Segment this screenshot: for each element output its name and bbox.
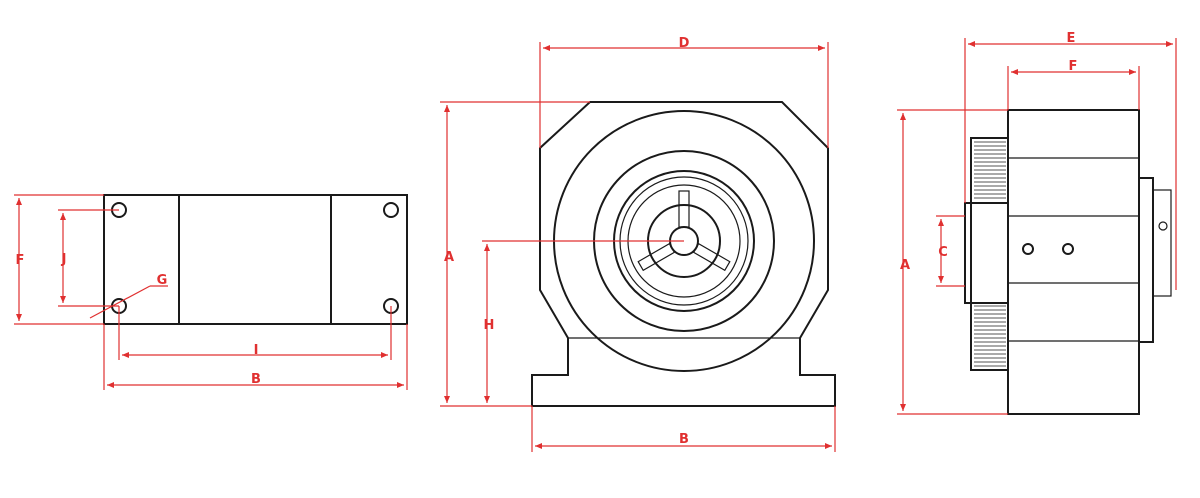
dimension-b-left: B	[103, 324, 408, 390]
dimension-c: C	[936, 215, 965, 287]
label-a-front: A	[444, 250, 454, 265]
dimension-e: E	[964, 31, 1177, 290]
side-view: E F A C	[897, 31, 1177, 415]
side-knurled-ring	[970, 137, 1009, 371]
dimension-b-front: B	[531, 406, 836, 452]
label-b-front: B	[679, 432, 689, 447]
label-f-side: F	[1069, 59, 1078, 74]
dimension-i: I	[118, 306, 392, 360]
chuck-jaw-top	[678, 190, 690, 228]
label-g: G	[157, 273, 168, 288]
side-rear-cap	[1138, 177, 1154, 343]
side-port-2	[1062, 243, 1074, 255]
side-port-1	[1022, 243, 1034, 255]
side-spindle-nose	[964, 202, 1009, 304]
chuck-jaws	[637, 190, 731, 272]
front-view: D A H B	[440, 36, 836, 452]
dimension-a-front: A	[440, 101, 590, 407]
label-h: H	[484, 318, 495, 333]
label-b-left: B	[251, 372, 261, 387]
label-c: C	[938, 245, 948, 260]
dimension-f-side: F	[1007, 59, 1140, 110]
label-e: E	[1067, 31, 1076, 46]
dimension-f-left: F	[14, 194, 104, 325]
label-j: J	[61, 252, 67, 267]
side-rear-screw	[1158, 221, 1168, 231]
dimension-d: D	[539, 36, 829, 148]
chuck-jaw-right	[692, 242, 731, 272]
dimension-j: J	[58, 209, 119, 307]
bottom-view: F J G I B	[14, 194, 408, 390]
mounting-hole-top-right	[383, 202, 399, 218]
label-f-left: F	[16, 253, 25, 268]
label-d: D	[679, 36, 690, 51]
mounting-plate-outline	[103, 194, 408, 325]
side-rear-flange	[1152, 189, 1172, 297]
chuck-jaw-left	[637, 242, 676, 272]
dimension-a-side: A	[897, 109, 1008, 415]
label-a-side: A	[900, 258, 910, 273]
label-i: I	[254, 343, 259, 358]
knurl-pattern	[974, 141, 1006, 367]
side-main-body	[1007, 109, 1140, 415]
dimension-g: G	[89, 273, 168, 319]
dimension-h: H	[482, 240, 684, 403]
